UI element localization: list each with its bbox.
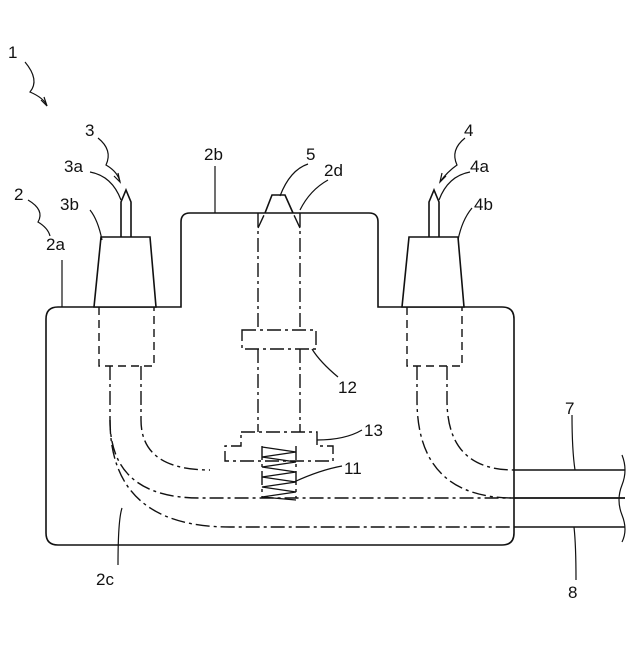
leader-12 — [312, 349, 338, 377]
leader-11 — [294, 466, 342, 482]
label-3: 3 — [85, 121, 94, 140]
label-5: 5 — [306, 145, 315, 164]
spring-11-side — [262, 446, 296, 498]
label-11: 11 — [344, 459, 362, 478]
label-12: 12 — [338, 378, 357, 397]
label-4: 4 — [464, 121, 473, 140]
leader-7 — [572, 415, 575, 470]
label-1: 1 — [8, 43, 17, 62]
collar-12 — [242, 330, 316, 349]
leader-3a — [90, 172, 121, 200]
external-wire-7 — [514, 470, 625, 498]
terminal-3-base — [94, 237, 156, 307]
label-2a: 2a — [46, 235, 65, 254]
leader-13 — [317, 430, 362, 440]
label-13: 13 — [364, 421, 383, 440]
terminal-3 — [94, 190, 156, 366]
terminal-4 — [402, 190, 464, 366]
terminal-4-base — [402, 237, 464, 307]
label-4a: 4a — [470, 157, 489, 176]
terminal-4-pin — [429, 190, 439, 237]
label-3a: 3a — [64, 157, 83, 176]
center-pin-hidden-shaft — [258, 213, 300, 432]
leader-2 — [28, 200, 50, 236]
leader-4a — [439, 172, 470, 200]
leader-1 — [25, 62, 47, 106]
leader-4 — [440, 138, 465, 182]
leader-8 — [574, 527, 576, 580]
wire-right-hidden-outer — [417, 366, 514, 498]
leader-5 — [280, 164, 308, 196]
external-wire-8 — [514, 498, 625, 527]
wire-7-hidden-inner — [141, 366, 210, 470]
label-2c: 2c — [96, 570, 114, 589]
label-3b: 3b — [60, 195, 79, 214]
label-2: 2 — [14, 185, 23, 204]
center-pin-tip — [265, 195, 293, 213]
label-2d: 2d — [324, 161, 343, 180]
leader-2d — [300, 180, 328, 210]
leader-4b — [458, 208, 472, 240]
terminal-3-pin — [121, 190, 131, 237]
leader-3b — [90, 210, 102, 240]
spring-11 — [262, 447, 296, 500]
label-7: 7 — [565, 399, 574, 418]
wire-right-hidden-inner — [447, 366, 514, 470]
leader-2c — [118, 508, 122, 565]
center-pin-5 — [258, 195, 300, 432]
terminal-3-hidden-stub — [99, 307, 154, 366]
seat-13 — [225, 432, 333, 461]
terminal-4-hidden-stub — [407, 307, 462, 366]
center-pin-hidden-tip — [258, 213, 300, 228]
label-8: 8 — [568, 583, 577, 602]
label-4b: 4b — [474, 195, 493, 214]
label-2b: 2b — [204, 145, 223, 164]
